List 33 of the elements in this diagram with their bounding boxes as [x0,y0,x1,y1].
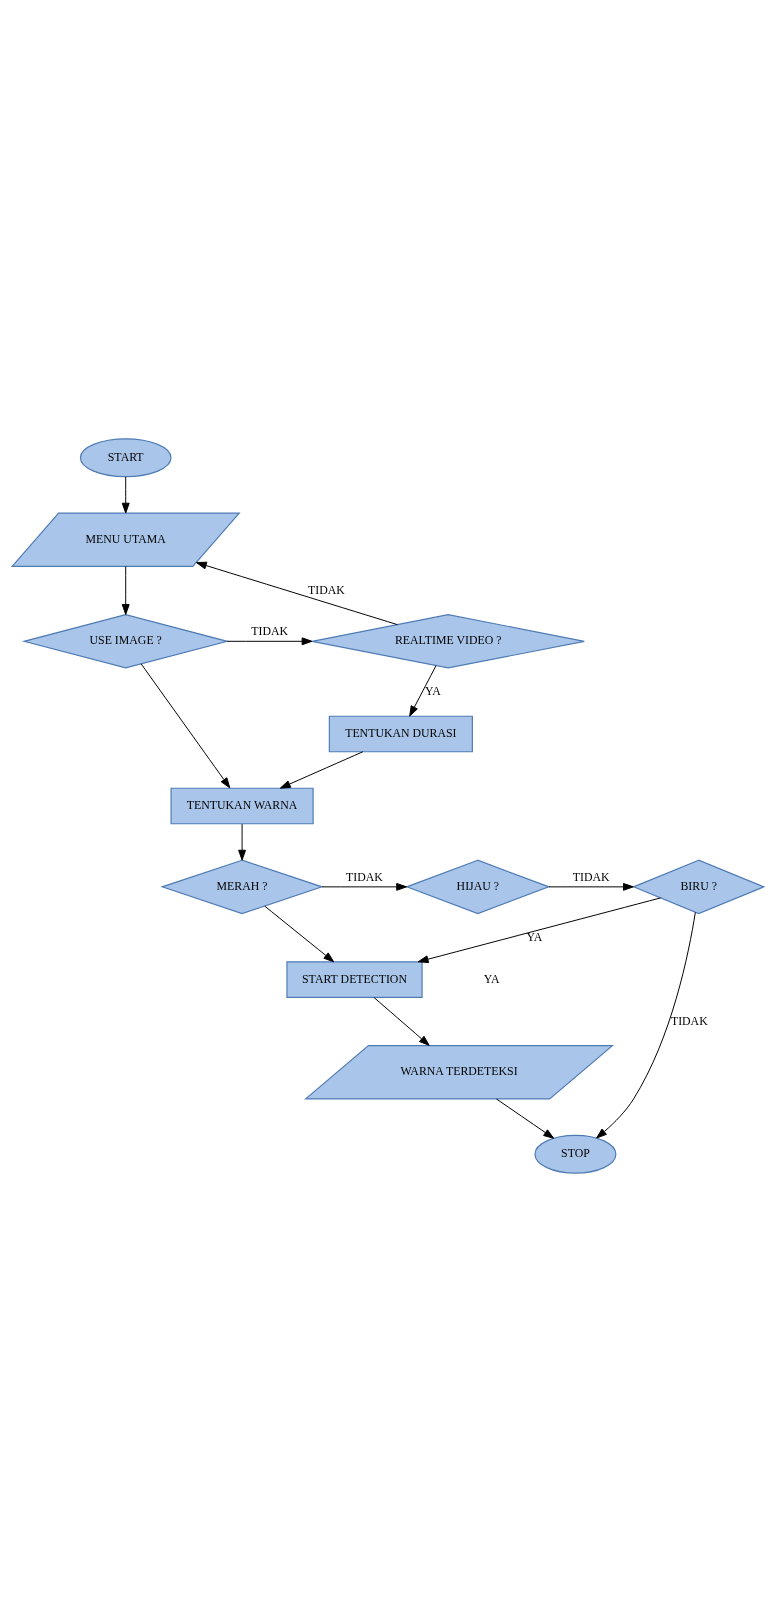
arrow [496,1098,555,1139]
arrow [226,636,313,645]
node-diamond: USE IMAGE ? [21,613,230,669]
arrow [279,750,364,789]
node-diamond: MERAH ? [160,859,324,914]
node-diamond: BIRU ? [632,859,766,914]
arrow [373,996,430,1046]
node-ellipse: START [79,437,172,477]
arrow [121,565,130,615]
arrow [548,882,634,891]
arrow [264,905,335,962]
arrow [596,911,696,1138]
edge-label: TIDAK [308,582,345,597]
node-diamond: HIJAU ? [405,859,551,914]
node-box: START DETECTION [286,960,423,998]
node-ellipse: STOP [534,1134,617,1174]
arrow [121,475,130,514]
node-diamond: REALTIME VIDEO ? [311,613,585,669]
edge-label: YA [526,929,543,944]
node-box: TENTUKAN WARNA [170,787,314,824]
label: YA [483,971,500,986]
edge-label: TIDAK [345,869,383,884]
edge-label: TIDAK [251,623,289,638]
node-box: TENTUKAN DURASI [328,715,473,752]
arrow [321,882,408,891]
arrow [238,823,247,861]
edge-label: YA [425,683,441,698]
arrow [140,662,231,788]
arrow [417,896,662,963]
arrow [196,561,398,625]
arrow [409,664,437,717]
edge-label: TIDAK [670,1013,708,1028]
edge-label: TIDAK [572,869,610,884]
